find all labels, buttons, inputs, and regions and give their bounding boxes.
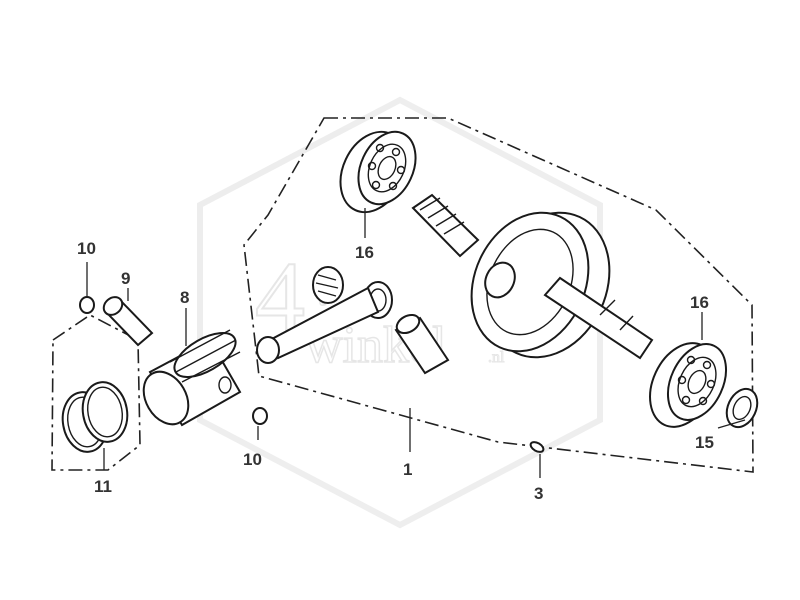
needle-bearing	[312, 266, 344, 304]
upper-main-bearing	[339, 130, 417, 214]
callout-16-bottom: 16	[690, 293, 709, 312]
callout-16-top: 16	[355, 243, 374, 262]
woodruff-key	[529, 441, 545, 453]
crankshaft-assembly-outline	[243, 117, 754, 473]
watermark-hexagon	[197, 96, 603, 529]
lower-main-bearing	[649, 342, 728, 428]
callout-10-bottom: 10	[243, 450, 262, 469]
watermark-text-suffix: .nl	[488, 349, 505, 366]
connecting-rod	[256, 281, 393, 364]
callout-3: 3	[534, 484, 543, 503]
callout-15: 15	[695, 433, 714, 452]
callout-10-top: 10	[77, 239, 96, 258]
callout-8: 8	[180, 288, 189, 307]
piston-rings	[61, 381, 129, 453]
lower-piston-pin-circlip	[252, 407, 268, 425]
piston-ring-group-outline	[51, 314, 141, 471]
piston	[142, 329, 242, 427]
crankshaft	[411, 193, 654, 360]
callout-11: 11	[94, 477, 112, 496]
oil-seal	[725, 387, 759, 429]
upper-piston-pin-circlip	[79, 296, 95, 314]
callout-1: 1	[403, 460, 412, 479]
leader-15	[717, 419, 746, 429]
callout-9: 9	[121, 269, 130, 288]
crank-pin	[394, 313, 450, 375]
piston-pin	[102, 296, 154, 347]
